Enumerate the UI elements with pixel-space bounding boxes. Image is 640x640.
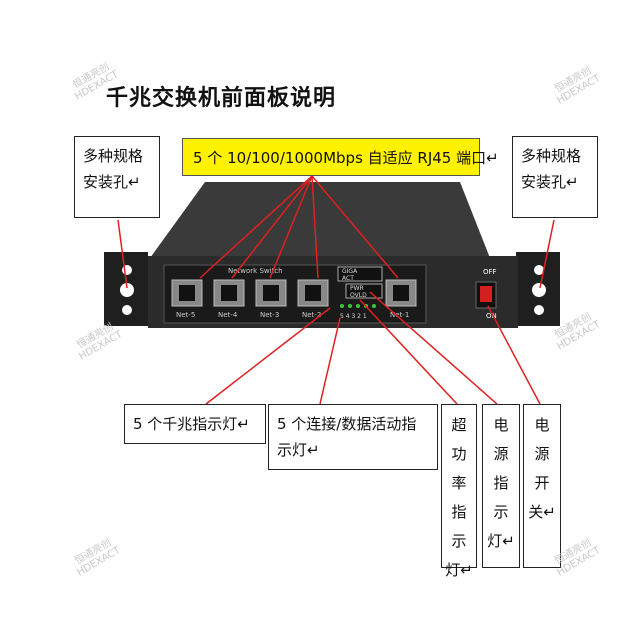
switch-on-label: ON <box>486 312 497 320</box>
gigabit-led-label: 5 个千兆指示灯↵ <box>124 404 266 444</box>
brand-label: Network Switch <box>228 267 283 275</box>
port-label: Net-4 <box>218 311 238 319</box>
mount-hole <box>534 305 544 315</box>
port-label: Net-3 <box>260 311 279 319</box>
activity-led-label: 5 个连接/数据活动指 示灯↵ <box>268 404 438 470</box>
power-switch-label: 电 源 开 关↵ <box>523 404 561 568</box>
svg-text:ACT: ACT <box>342 275 354 282</box>
mount-holes-right-label: 多种规格 安装孔↵ <box>512 136 598 218</box>
led-legend-box <box>337 266 383 282</box>
page-title: 千兆交换机前面板说明 <box>106 86 337 111</box>
port-label: Net-1 <box>390 311 409 319</box>
mount-hole <box>534 265 544 275</box>
switch-off-label: OFF <box>483 268 497 276</box>
power-led-label: 电 源 指 示 灯↵ <box>482 404 520 568</box>
overload-led-label: 超 功 率 指 示 灯↵ <box>441 404 477 579</box>
svg-text:OVLD: OVLD <box>350 292 367 299</box>
svg-text:GIGA: GIGA <box>342 268 358 275</box>
mount-hole <box>532 283 546 297</box>
switch-top <box>150 182 490 258</box>
svg-text:PWR: PWR <box>350 285 364 292</box>
led-numbers: 5 4 3 2 1 <box>340 313 367 320</box>
rj45-ports <box>171 279 417 307</box>
mount-hole <box>120 283 134 297</box>
callout-arrows <box>117 175 555 405</box>
port-label: Net-5 <box>176 311 195 319</box>
mount-holes-left-label: 多种规格 安装孔↵ <box>74 136 160 218</box>
port-label: Net-2 <box>302 311 321 319</box>
mount-hole <box>122 305 132 315</box>
ports-callout: 5 个 10/100/1000Mbps 自适应 RJ45 端口↵ <box>182 138 499 176</box>
